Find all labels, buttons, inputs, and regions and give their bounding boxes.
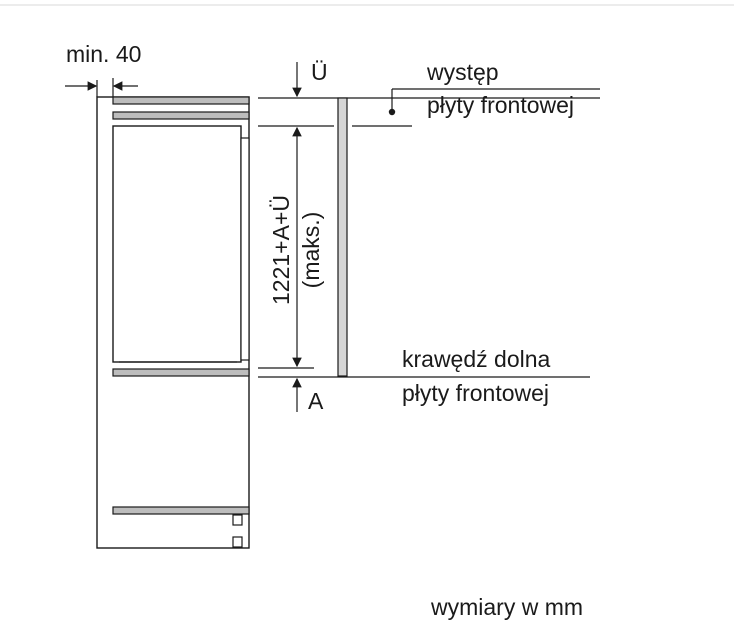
top-shelf — [112, 96, 250, 105]
upper-shelf — [112, 111, 250, 120]
hinge-block-upper — [232, 514, 243, 526]
min-gap-label: min. 40 — [66, 41, 141, 67]
middle-shelf — [112, 368, 250, 377]
appliance-door-edge — [240, 137, 250, 361]
a-label: A — [308, 388, 324, 414]
overhang-label-line2: płyty frontowej — [427, 92, 574, 118]
units-note: wymiary w mm — [430, 594, 583, 620]
bottom-edge-label-line1: krawędź dolna — [402, 346, 551, 372]
height-note-label: (maks.) — [298, 212, 324, 289]
bottom-shelf — [112, 506, 250, 515]
hinge-block-lower — [232, 536, 243, 548]
height-formula-label: 1221+A+Ü — [268, 195, 294, 305]
u-label: Ü — [311, 59, 328, 85]
overhang-dot — [388, 108, 396, 116]
front-panel — [337, 97, 348, 377]
appliance-body — [112, 125, 242, 363]
bottom-edge-label-line2: płyty frontowej — [402, 380, 549, 406]
overhang-label-line1: występ — [426, 59, 499, 85]
